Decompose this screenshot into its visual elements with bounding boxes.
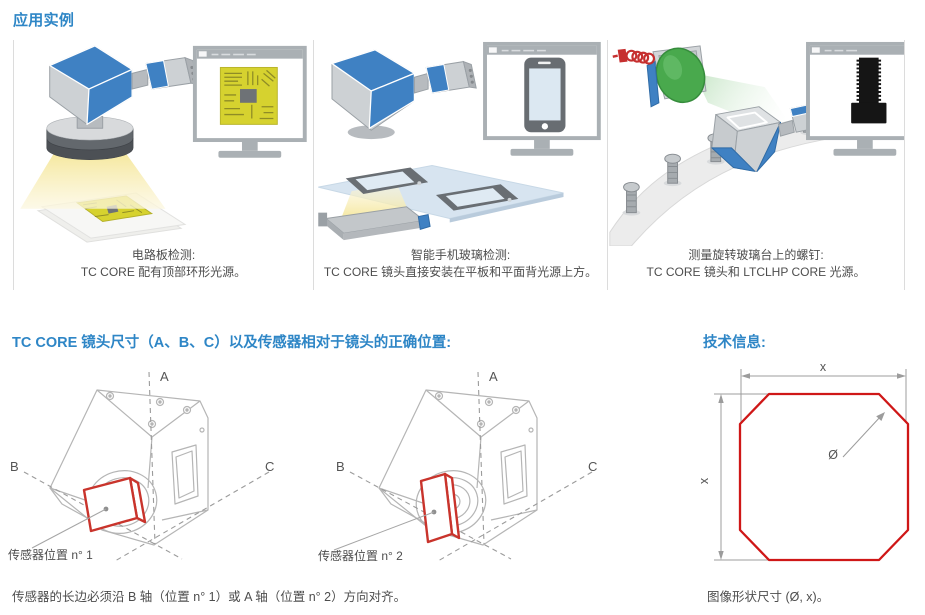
axis-label-a: A [160,369,169,384]
monitor [483,41,601,156]
camera-unit [413,60,477,94]
caption-pcb: 电路板检测: TC CORE 配有顶部环形光源。 [81,247,246,282]
technical-info-title: 技术信息: [703,335,766,351]
caption-screws-line2: TC CORE 镜头和 LTCLHP CORE 光源。 [646,265,866,280]
axis-label-b: B [336,459,345,474]
axis-label-c: C [265,459,274,474]
dimension-label-x-top: x [820,360,827,374]
light-cone [20,153,166,209]
axis-c-line [437,471,593,562]
dimension-top: x [741,360,906,379]
extension-lines [714,369,907,561]
caption-smartphone-line2: TC CORE 镜头直接安装在平板和平面背光源上方。 [323,265,598,280]
sensor-label-2: 传感器位置 n° 2 [318,548,403,563]
screw-measurement-illustration [609,41,904,246]
diameter-arrow: Ø [828,412,885,462]
lens-body [378,389,538,546]
axis-label-a: A [489,369,498,384]
lens-drawing-1: 传感器位置 n° 1 A B C [8,369,274,562]
lens-drawing-2: 传感器位置 n° 2 A B C [318,369,597,563]
tc-core-lens [711,106,782,172]
backlight-panel [318,206,431,241]
dimensions-title: TC CORE 镜头尺寸（A、B、C）以及传感器相对于镜头的正确位置: [12,335,452,351]
lens-body [49,389,209,546]
axis-a-line [477,371,485,545]
application-panel-smartphone: 智能手机玻璃检测: TC CORE 镜头直接安装在平板和平面背光源上方。 [313,40,607,290]
monitor-pcb-image [219,66,278,125]
image-shape-octagon [738,392,910,562]
monitor-logo-icon [811,47,820,53]
ltclhp-core-light [612,45,707,108]
axis-label-c: C [588,459,597,474]
axis-c-line [114,471,270,562]
application-panel-pcb: 电路板检测: TC CORE 配有顶部环形光源。 [13,40,313,290]
caption-smartphone-line1: 智能手机玻璃检测: [410,248,511,262]
axis-label-b: B [10,459,19,474]
smartphone-inspection-illustration [318,41,601,241]
camera-unit [131,56,199,90]
monitor-smartphone-image [524,57,566,133]
sensor-leader-line [333,511,435,551]
tc-core-lens [331,49,416,140]
pcb-inspection-illustration [20,45,307,243]
smartphone-on-glass [435,184,519,211]
red-cable-coil [625,49,656,65]
dimension-left: x [697,394,724,560]
dimensions-footnote: 传感器的长边必须沿 B 轴（位置 n° 1）或 A 轴（位置 n° 2）方向对齐… [12,590,407,604]
monitor-screw-image [851,57,887,124]
dimension-label-x-left: x [697,477,711,484]
axis-a-line [148,371,156,545]
diameter-label: Ø [828,448,838,462]
sensor-leader-line [31,508,107,549]
caption-screws-line1: 测量旋转玻璃台上的螺钉: [688,248,824,262]
caption-smartphone: 智能手机玻璃检测: TC CORE 镜头直接安装在平板和平面背光源上方。 [324,247,597,282]
monitor-logo-icon [488,47,497,53]
applications-title: 应用实例 [13,12,75,29]
application-panel-screws: 测量旋转玻璃台上的螺钉: TC CORE 镜头和 LTCLHP CORE 光源。 [607,40,905,290]
sensor-outline-1 [82,476,147,533]
sensor-label-1: 传感器位置 n° 1 [8,547,93,562]
smartphone-on-glass [345,167,429,195]
monitor-logo-icon [198,51,207,57]
image-shape-diagram: x x Ø [697,360,910,562]
caption-screws: 测量旋转玻璃台上的螺钉: TC CORE 镜头和 LTCLHP CORE 光源。 [647,247,866,282]
technical-footnote: 图像形状尺寸 (Ø, x)。 [707,590,830,604]
backlight-cone [341,183,407,217]
monitor [192,45,307,158]
application-examples-row: 电路板检测: TC CORE 配有顶部环形光源。 [13,40,905,290]
caption-pcb-line2: TC CORE 配有顶部环形光源。 [80,265,247,280]
monitor [806,41,904,156]
tc-core-lens [49,45,133,129]
caption-pcb-line1: 电路板检测: [131,248,196,262]
sensor-outline-2 [419,472,461,544]
